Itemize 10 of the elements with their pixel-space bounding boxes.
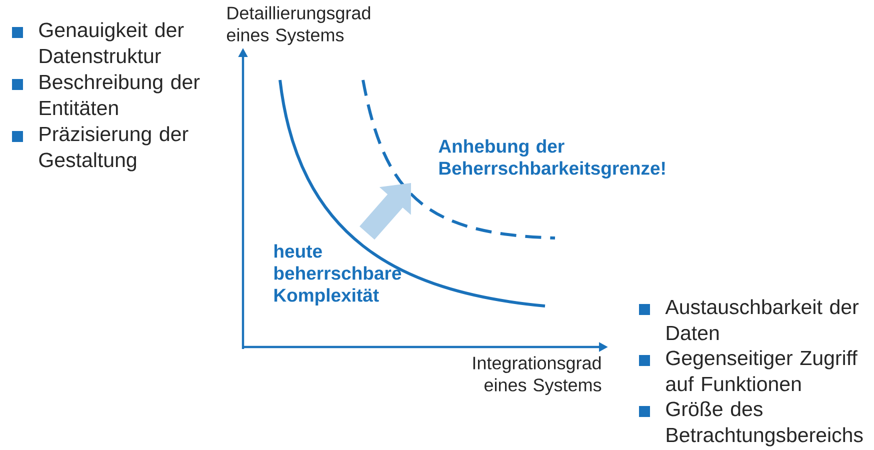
- list-item: Größe des Betrachtungsbereichs: [639, 401, 863, 446]
- axis-label: Detaillierungsgrad eines Systems: [226, 6, 370, 45]
- curve-label: heute beherrschbare Komplexität: [274, 244, 402, 306]
- list-item: Genauigkeit der Datenstruktur: [12, 22, 184, 64]
- list-item: Beschreibung der Entitäten: [12, 74, 200, 116]
- curve-label: Anhebung der Beherrschbarkeitsgrenze!: [438, 139, 665, 179]
- list-item: Austauschbarkeit der Daten: [639, 299, 859, 340]
- list-item: Präzisierung der Gestaltung: [12, 126, 188, 172]
- list-item: Gegenseitiger Zugriff auf Funktionen: [639, 350, 858, 392]
- axis-label: Integrationsgrad eines Systems: [473, 356, 602, 395]
